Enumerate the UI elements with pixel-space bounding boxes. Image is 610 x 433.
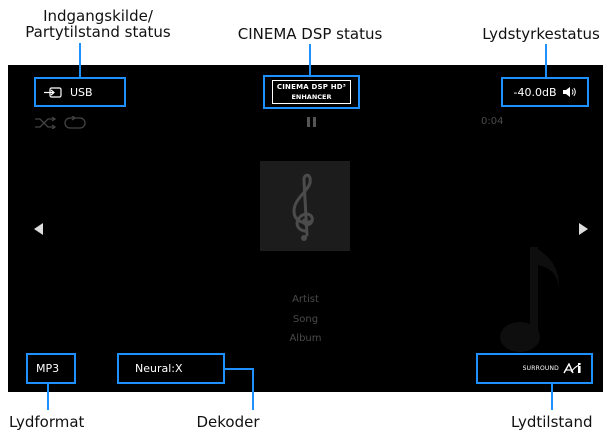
decoder-label: Neural:X bbox=[135, 362, 183, 375]
input-source-label: USB bbox=[70, 85, 93, 99]
input-source-box: USB bbox=[34, 77, 126, 107]
song-label: Song bbox=[292, 314, 319, 325]
cinema-dsp-badge-bottom: ENHANCER bbox=[291, 93, 332, 101]
sound-mode-label: SURROUND bbox=[522, 365, 559, 372]
music-note-watermark-icon bbox=[500, 247, 559, 352]
arrow-right-icon[interactable] bbox=[578, 223, 588, 235]
volume-label: -40.0dB bbox=[513, 85, 557, 99]
cinema-dsp-box: CINEMA DSP HD³ ENHANCER bbox=[263, 75, 360, 109]
repeat-icon[interactable] bbox=[63, 116, 89, 130]
sound-mode-box: SURROUND bbox=[476, 353, 593, 384]
callout-input-source: Indgangskilde/ Partytilstand status bbox=[25, 8, 170, 40]
ai-icon bbox=[563, 363, 581, 374]
callout-cinema-dsp: CINEMA DSP status bbox=[237, 25, 383, 43]
album-art bbox=[260, 161, 350, 251]
callout-input-source-line2: Partytilstand status bbox=[25, 23, 171, 41]
input-source-icon bbox=[44, 86, 62, 98]
treble-clef-icon bbox=[292, 173, 314, 241]
callout-audio-format: Lydformat bbox=[9, 413, 85, 431]
decoder-box: Neural:X bbox=[117, 353, 225, 384]
audio-format-label: MP3 bbox=[36, 362, 60, 375]
speaker-icon bbox=[562, 87, 576, 97]
callout-input-source-line1: Indgangskilde/ bbox=[43, 7, 153, 25]
callout-sound-mode: Lydtilstand bbox=[511, 413, 593, 431]
album-label: Album bbox=[289, 333, 322, 344]
cinema-dsp-badge: CINEMA DSP HD³ ENHANCER bbox=[271, 80, 352, 104]
elapsed-time: 0:04 bbox=[481, 116, 504, 127]
pause-icon[interactable] bbox=[306, 116, 318, 128]
arrow-left-icon[interactable] bbox=[34, 223, 44, 235]
artist-label: Artist bbox=[292, 294, 319, 305]
shuffle-icon[interactable] bbox=[34, 117, 58, 129]
callout-decoder: Dekoder bbox=[196, 413, 260, 431]
volume-box: -40.0dB bbox=[501, 77, 589, 107]
cinema-dsp-badge-top: CINEMA DSP HD³ bbox=[276, 83, 347, 91]
device-screen: USB CINEMA DSP HD³ ENHANCER -40.0dB 0:04 bbox=[8, 65, 603, 392]
audio-format-box: MP3 bbox=[26, 353, 76, 384]
callout-volume: Lydstyrkestatus bbox=[482, 25, 600, 43]
